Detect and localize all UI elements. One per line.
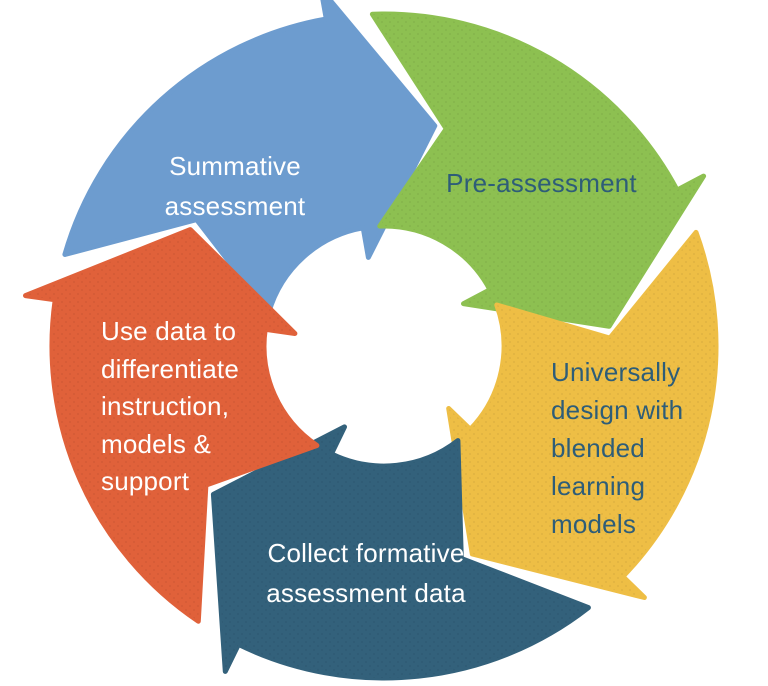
- arrow-layer: [23, 0, 719, 681]
- cycle-arrow-texture: [372, 13, 704, 327]
- cycle-arrow-summative-assessment: [62, 0, 438, 316]
- cycle-arrow-texture: [25, 229, 317, 622]
- cycle-arrow-texture: [213, 426, 589, 678]
- cycle-arrow-texture: [448, 232, 717, 598]
